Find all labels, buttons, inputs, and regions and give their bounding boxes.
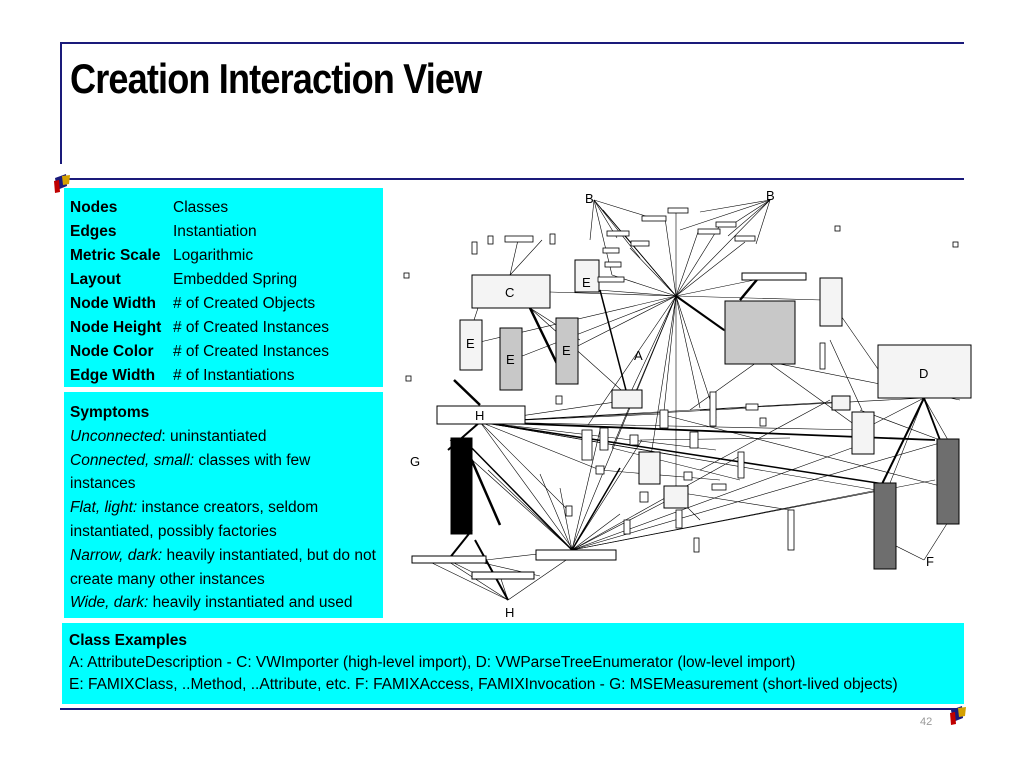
label-e: E	[466, 336, 475, 351]
node	[411, 555, 487, 564]
label-e: E	[506, 352, 515, 367]
symptom-term: Narrow, dark:	[70, 546, 163, 564]
label-h: H	[475, 408, 484, 423]
creation-interaction-diagram: B B C E E E E A D H G F H	[403, 188, 972, 620]
symptoms-heading: Symptoms	[70, 404, 150, 421]
legend-key: Nodes	[70, 199, 118, 216]
legend-key: Node Width	[70, 295, 156, 312]
label-a: A	[634, 348, 643, 363]
legend-key: Node Color	[70, 343, 154, 360]
node-e	[574, 259, 600, 293]
legend-row: Metric Scale Logarithmic	[70, 244, 329, 268]
node	[831, 395, 851, 411]
legend-value: # of Instantiations	[173, 367, 295, 384]
node-g	[450, 437, 473, 535]
thick-edges	[447, 275, 941, 601]
legend-row: Node Height # of Created Instances	[70, 316, 329, 340]
legend-row: Edge Width # of Instantiations	[70, 364, 329, 388]
slide-title: Creation Interaction View	[70, 55, 482, 102]
class-examples-panel: Class Examples A: AttributeDescription -…	[62, 623, 964, 704]
slide-frame-vertical-line	[60, 42, 62, 164]
node-h	[436, 405, 526, 425]
legend-row: Edges Instantiation	[70, 220, 329, 244]
legend-key: Layout	[70, 271, 121, 288]
node-e	[555, 317, 579, 385]
label-d: D	[919, 366, 928, 381]
node	[741, 272, 807, 281]
symptom-description: heavily instantiated and used	[152, 594, 353, 612]
legend-key: Metric Scale	[70, 247, 161, 264]
class-examples-heading: Class Examples	[69, 632, 188, 649]
class-examples-line: A: AttributeDescription - C: VWImporter …	[69, 654, 796, 671]
symptom-item: Narrow, dark: heavily instantiated, but …	[70, 544, 380, 592]
node	[535, 549, 617, 561]
legend-value: Embedded Spring	[173, 271, 298, 288]
node	[638, 451, 661, 485]
legend-key: Node Height	[70, 319, 162, 336]
legend-value: Instantiation	[173, 223, 257, 240]
label-g: G	[410, 454, 420, 469]
node	[471, 571, 535, 580]
node-f	[873, 482, 897, 570]
legend-row: Nodes Classes	[70, 196, 329, 220]
label-e: E	[562, 343, 571, 358]
node-d	[877, 344, 972, 399]
node	[819, 277, 843, 327]
node	[611, 389, 643, 409]
nodes	[411, 259, 972, 580]
symptom-separator: :	[161, 427, 170, 445]
label-b: B	[585, 191, 594, 206]
slide-footer-line	[60, 708, 964, 710]
symptom-term: Flat, light:	[70, 499, 138, 517]
node-e	[499, 327, 523, 391]
node-labels: B B C E E E E A D H G F H	[410, 188, 934, 620]
symptom-description: heavily instantiated, but do not create …	[70, 546, 376, 588]
symptom-term: Unconnected	[70, 427, 162, 445]
label-c: C	[505, 285, 514, 300]
node	[851, 411, 875, 455]
legend-key: Edges	[70, 223, 117, 240]
legend-row: Node Width # of Created Objects	[70, 292, 329, 316]
legend-value: Classes	[173, 199, 229, 216]
symptom-description: instance creators, seldom instantiated, …	[70, 499, 319, 540]
symptom-term: Connected, small:	[70, 451, 195, 469]
legend-value: Logarithmic	[173, 247, 254, 264]
title-divider-line	[60, 178, 964, 180]
legend-value: # of Created Objects	[173, 295, 316, 312]
legend-row: Node Color # of Created Instances	[70, 340, 329, 364]
symptom-description: uninstantiated	[169, 427, 267, 445]
logo-icon	[950, 706, 966, 725]
label-e: E	[582, 275, 591, 290]
logo-icon	[54, 174, 70, 193]
legend-value: # of Created Instances	[173, 319, 329, 336]
slide-frame-top-line	[60, 42, 964, 44]
node-e	[459, 319, 483, 371]
page-number: 42	[920, 716, 933, 728]
class-examples-text: Class Examples A: AttributeDescription -…	[69, 630, 898, 696]
legend-key: Edge Width	[70, 367, 156, 384]
symptom-term: Wide, dark:	[70, 594, 149, 612]
label-f: F	[926, 554, 934, 569]
label-h: H	[505, 605, 514, 620]
node-f	[936, 438, 960, 525]
legend-row: Layout Embedded Spring	[70, 268, 329, 292]
symptom-item: Wide, dark: heavily instantiated and use…	[70, 591, 380, 615]
symptom-item: Unconnected: uninstantiated	[70, 425, 380, 449]
small-nodes	[403, 207, 959, 553]
node-c	[471, 274, 551, 309]
label-b: B	[766, 188, 775, 203]
symptom-item: Connected, small: classes with few insta…	[70, 449, 380, 497]
node	[663, 485, 689, 509]
node-large	[724, 300, 796, 365]
symptom-description: classes with few instances	[70, 451, 311, 493]
class-examples-line: E: FAMIXClass, ..Method, ..Attribute, et…	[69, 676, 898, 693]
symptom-item: Flat, light: instance creators, seldom i…	[70, 496, 380, 544]
legend-value: # of Created Instances	[173, 343, 329, 360]
